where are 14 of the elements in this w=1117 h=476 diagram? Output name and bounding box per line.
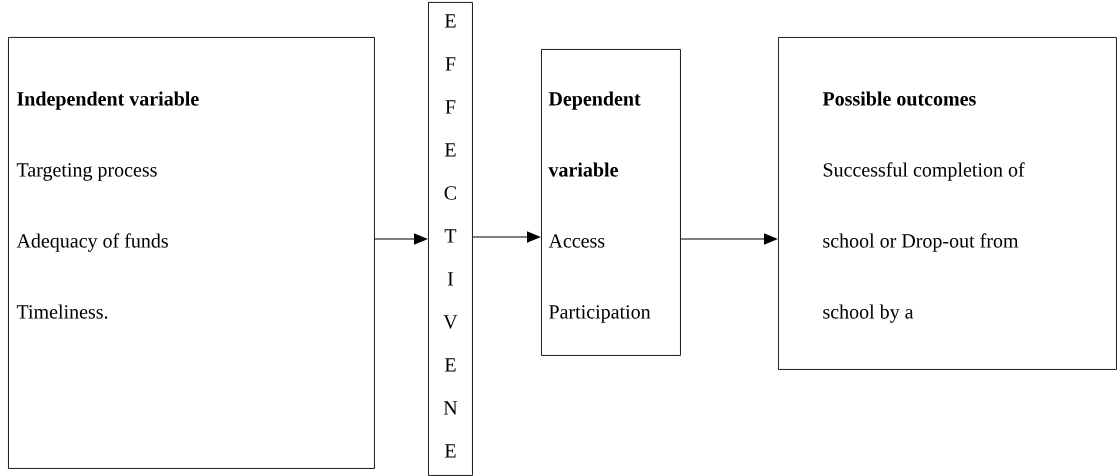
box-heading: Independent variable: [17, 91, 199, 110]
box-text: Adequacy of funds: [16, 233, 168, 252]
text-box: [541, 49, 681, 356]
box-heading: Possible outcomes: [822, 91, 976, 106]
box-text: E F F E C T I V E N E: [443, 14, 458, 458]
box-text: Targeting process: [16, 163, 157, 181]
box-text: Timeliness.: [16, 304, 108, 319]
text-box: [8, 37, 375, 469]
text-box: [778, 37, 1117, 370]
box-text: Access: [548, 234, 605, 248]
box-heading: Dependent variable: [548, 91, 641, 177]
box-text: Successful completion of school or Drop-out from school by a: [823, 162, 1025, 323]
vertical-text-box: [428, 2, 473, 476]
box-text: Participation: [549, 305, 651, 323]
